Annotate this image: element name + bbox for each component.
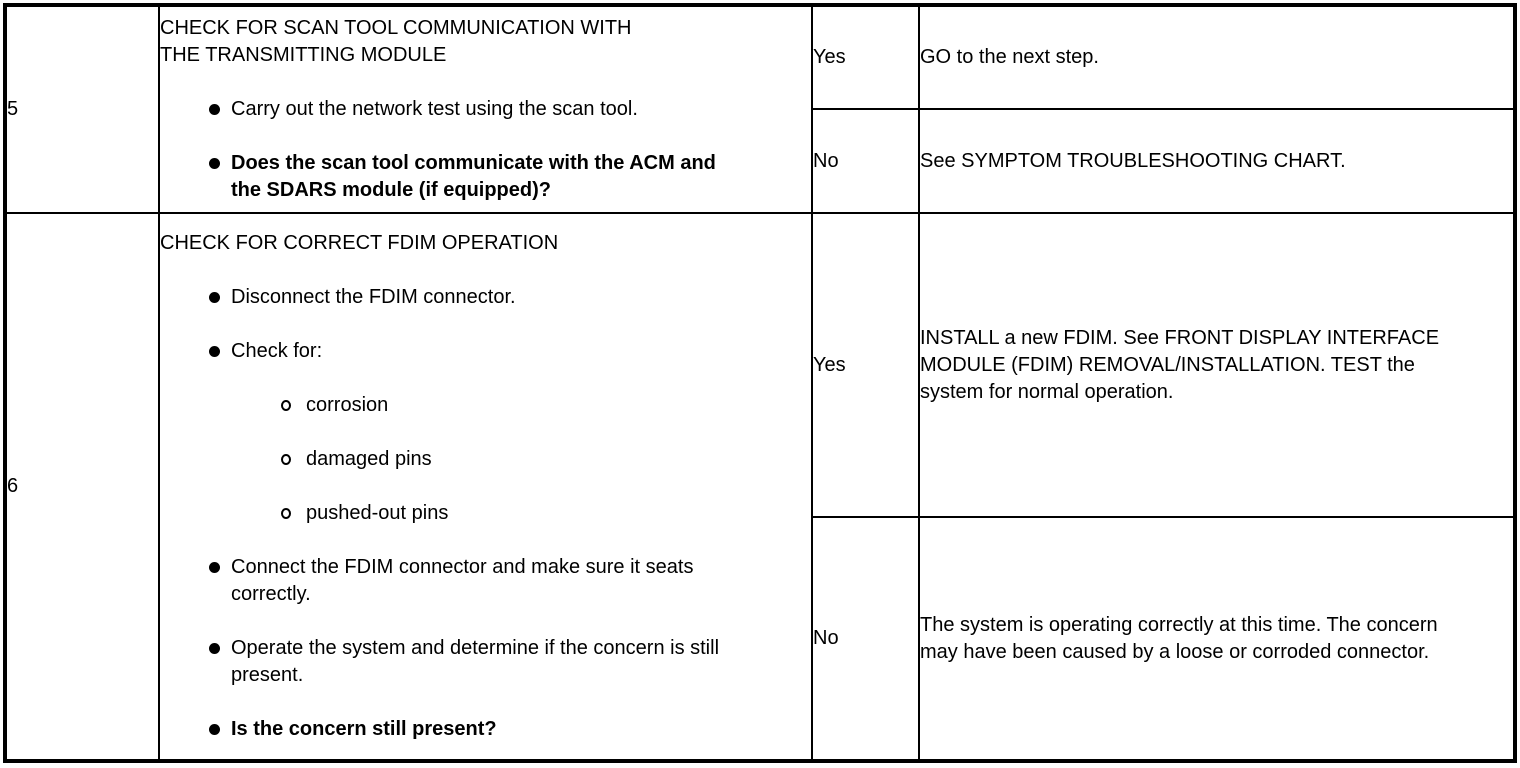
bullet-text: Operate the system and determine if the … [231, 637, 720, 686]
diagnostic-table: 5 CHECK FOR SCAN TOOL COMMUNICATION WITH… [3, 3, 1517, 763]
procedure-title: CHECK FOR SCAN TOOL COMMUNICATION WITH T… [160, 17, 632, 66]
bullet-item: Disconnect the FDIM connector. [209, 284, 811, 311]
bullet-text: Disconnect the FDIM connector. [231, 286, 516, 308]
bullet-text: damaged pins [306, 448, 432, 470]
bullet-item: Is the concern still present? [209, 716, 811, 743]
bullet-text: Does the scan tool communicate with the … [231, 152, 716, 201]
result-cell: The system is operating correctly at thi… [918, 516, 1516, 762]
bullet-icon [209, 158, 220, 169]
bullet-item: Carry out the network test using the sca… [209, 96, 811, 123]
bullet-text: Carry out the network test using the sca… [231, 98, 638, 120]
bullet-icon [209, 104, 220, 115]
step-number: 6 [4, 212, 160, 762]
result-text: The system is operating correctly at thi… [920, 613, 1438, 663]
table-row: 5 CHECK FOR SCAN TOOL COMMUNICATION WITH… [4, 4, 1516, 214]
action-cell: CHECK FOR SCAN TOOL COMMUNICATION WITH T… [158, 4, 813, 214]
answer-cell: Yes [811, 4, 920, 110]
answer-cell: Yes [811, 212, 920, 518]
bullet-icon [209, 643, 220, 654]
table-row: No See SYMPTOM TROUBLESHOOTING CHART. [5, 108, 1516, 214]
sub-bullet-item: pushed-out pins [281, 500, 811, 527]
result-cell: See SYMPTOM TROUBLESHOOTING CHART. [918, 108, 1516, 214]
table-row: 6 CHECK FOR CORRECT FDIM OPERATION Disco… [4, 212, 1516, 762]
action-cell: CHECK FOR CORRECT FDIM OPERATION Disconn… [158, 212, 813, 762]
bullet-icon [209, 292, 220, 303]
sub-bullet-item: corrosion [281, 392, 811, 419]
bullet-item: Operate the system and determine if the … [209, 635, 811, 689]
procedure-item-list: Carry out the network test using the sca… [160, 96, 811, 204]
answer-cell: No [811, 516, 920, 762]
circle-bullet-icon [281, 454, 291, 465]
circle-bullet-icon [281, 508, 291, 519]
circle-bullet-icon [281, 400, 291, 411]
table-row: No The system is operating correctly at … [5, 516, 1516, 762]
answer-cell: No [811, 108, 920, 214]
bullet-text: corrosion [306, 394, 389, 416]
bullet-icon [209, 562, 220, 573]
bullet-item: Connect the FDIM connector and make sure… [209, 554, 811, 608]
bullet-text: Check for: [231, 340, 323, 362]
step-number: 5 [4, 4, 160, 214]
result-text: See SYMPTOM TROUBLESHOOTING CHART. [920, 149, 1346, 172]
bullet-text: pushed-out pins [306, 502, 449, 524]
procedure-title: CHECK FOR CORRECT FDIM OPERATION [160, 232, 559, 254]
procedure-item-list: Disconnect the FDIM connector. Check for:… [160, 284, 811, 743]
result-cell: GO to the next step. [918, 4, 1516, 110]
result-text: INSTALL a new FDIM. See FRONT DISPLAY IN… [920, 326, 1440, 403]
bullet-icon [209, 346, 220, 357]
result-text: GO to the next step. [920, 46, 1099, 68]
bullet-icon [209, 724, 220, 735]
bullet-text: Connect the FDIM connector and make sure… [231, 556, 694, 605]
bullet-item: Check for: [209, 338, 811, 365]
sub-bullet-item: damaged pins [281, 446, 811, 473]
bullet-item: Does the scan tool communicate with the … [209, 150, 811, 204]
bullet-text: Is the concern still present? [231, 718, 497, 740]
result-cell: INSTALL a new FDIM. See FRONT DISPLAY IN… [918, 212, 1516, 518]
